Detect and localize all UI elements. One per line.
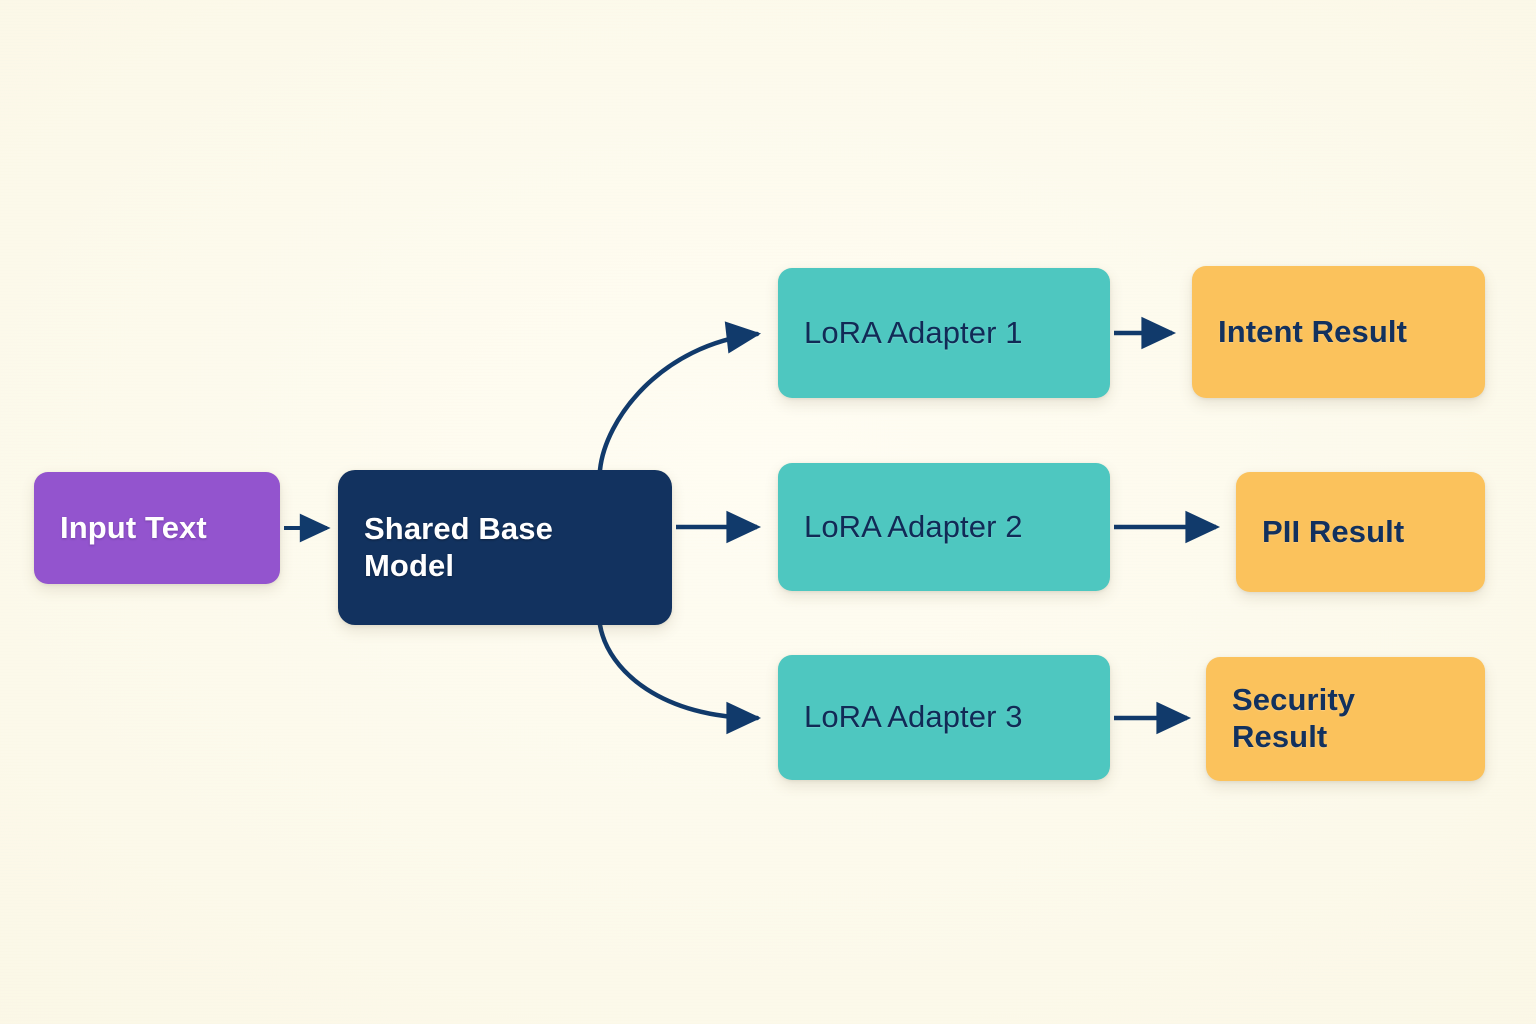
node-input-text[interactable]: Input Text	[34, 472, 280, 584]
node-lora-adapter-2[interactable]: LoRA Adapter 2	[778, 463, 1110, 591]
node-shared-base-model[interactable]: Shared Base Model	[338, 470, 672, 625]
node-security-result-label: Security Result	[1232, 682, 1356, 754]
node-input-text-label: Input Text	[60, 509, 207, 545]
node-lora-adapter-3[interactable]: LoRA Adapter 3	[778, 655, 1110, 780]
node-pii-result[interactable]: PII Result	[1236, 472, 1485, 592]
node-lora-adapter-1-label: LoRA Adapter 1	[804, 314, 1023, 350]
node-security-result[interactable]: Security Result	[1206, 657, 1485, 781]
node-lora-adapter-2-label: LoRA Adapter 2	[804, 508, 1023, 544]
node-shared-base-model-label: Shared Base Model	[364, 510, 553, 583]
edge-base-to-adapter-3	[597, 622, 762, 735]
node-lora-adapter-3-label: LoRA Adapter 3	[804, 699, 1023, 735]
edge-base-to-adapter-1	[597, 321, 762, 473]
node-lora-adapter-1[interactable]: LoRA Adapter 1	[778, 268, 1110, 398]
node-intent-result-label: Intent Result	[1218, 313, 1408, 349]
node-intent-result[interactable]: Intent Result	[1192, 266, 1485, 398]
node-pii-result-label: PII Result	[1262, 513, 1405, 549]
